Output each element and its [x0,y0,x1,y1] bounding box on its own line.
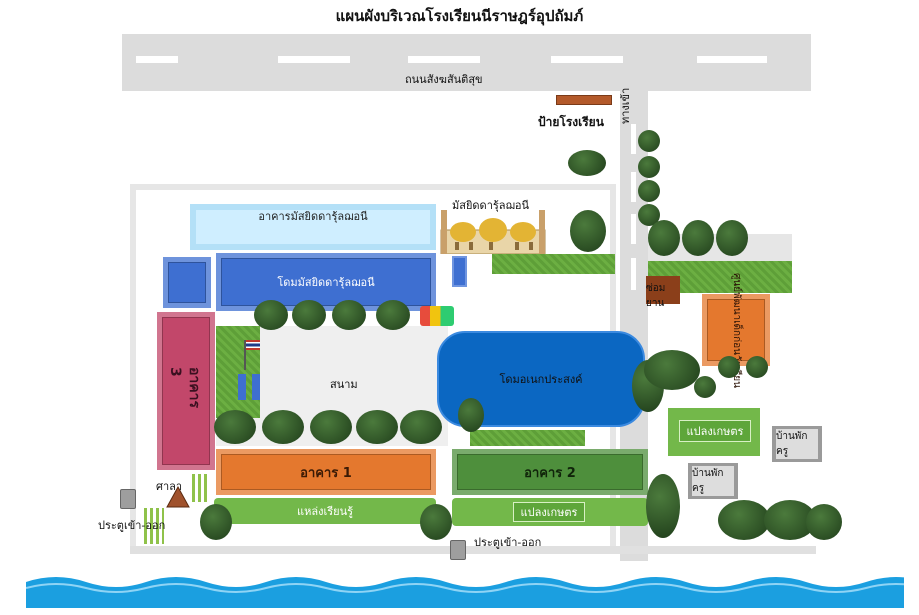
mosque-icon [440,210,546,254]
tree-icon [694,376,716,398]
repair-shop: ซ่อมยาน [646,276,680,309]
tree-icon [262,410,304,444]
building-1-label: อาคาร 1 [300,465,352,481]
farm-plot-right: แปลงเกษตร [679,420,751,442]
farm-plot-center: แปลงเกษตร [513,502,585,522]
tree-icon [214,410,256,444]
road-marking [697,56,767,63]
road-marking [408,56,480,63]
road-marking [551,56,623,63]
farm-plot-right-label: แปลงเกษตร [686,425,744,438]
multipurpose-dome-label: โดมอเนกประสงค์ [499,373,583,386]
blue-kiosk [452,256,467,287]
bamboo-icon [144,508,164,544]
dome-lawn [470,430,585,446]
road-marking [631,214,636,244]
small-blue-building [163,257,211,308]
teacher-house-2-label: บ้านพักครู [692,466,734,496]
tree-icon [806,504,842,540]
tree-icon [200,504,232,540]
tree-icon [420,504,452,540]
mosque-building-label: อาคารมัสยิดดารุ้ลฌอนี [258,210,368,223]
tree-icon [356,410,398,444]
tree-icon [638,156,660,178]
sala-label: ศาลา [156,480,183,493]
gate-bottom [450,540,466,560]
gate-left [120,489,136,509]
building-1: อาคาร 1 [216,449,436,495]
farm-plot-center-label: แปลงเกษตร [520,506,578,519]
repair-shop-label: ซ่อมยาน [646,283,666,309]
tree-icon [332,300,366,330]
flag-pole [244,340,246,370]
tree-icon [638,130,660,152]
thai-flag-icon [246,340,260,350]
road-marking [278,56,350,63]
building-2: อาคาร 2 [452,449,648,495]
tree-icon [458,398,484,432]
tree-icon [254,300,288,330]
gate-left-label: ประตูเข้า-ออก [98,519,166,532]
mosque-label: มัสยิดดารุ้ลฌอนี [452,199,530,212]
gate-bottom-label: ประตูเข้า-ออก [474,536,542,549]
road-marking [631,172,636,202]
tree-icon [310,410,352,444]
tree-icon [648,220,680,256]
tree-icon [718,500,770,540]
field-label: สนาม [330,378,358,391]
sea-waves [26,577,904,608]
learning-center-label: แหล่งเรียนรู้ [297,505,353,518]
mosque-dome-label: โดมมัสยิดดารุ้ลฌอนี [277,276,375,289]
building-3-label: อาคาร 3 [167,367,202,409]
sala-icon [166,486,190,508]
mosque-lawn [492,254,615,274]
teacher-house-2: บ้านพักครู [688,463,738,499]
entrance-road-label: ทางเข้า [619,87,632,124]
tree-icon [376,300,410,330]
teacher-house-1: บ้านพักครู [772,426,822,462]
main-road-label: ถนนสังฆสันติสุข [405,73,483,86]
tree-icon [716,220,748,256]
road-marking [631,258,636,290]
tree-icon [638,204,660,226]
teacher-house-1-label: บ้านพักครู [776,429,818,459]
playground-icon [420,306,454,326]
tree-icon [400,410,442,444]
bottom-wall [130,546,816,554]
blue-pillar [252,374,260,400]
map-title: แผนผังบริเวณโรงเรียนนีราษฎร์อุปถัมภ์ [335,7,584,25]
school-sign [556,95,612,105]
child-development-center: ศูนย์พัฒนาเด็กก่อนวัยเรียน [702,273,770,387]
mosque-building: อาคารมัสยิดดารุ้ลฌอนี [190,204,436,250]
tree-icon [570,210,606,252]
road-marking [136,56,178,63]
blue-pillar [238,374,246,400]
tree-icon [644,350,700,390]
building-2-label: อาคาร 2 [524,465,576,481]
tree-icon [718,356,740,378]
tree-icon [568,150,606,176]
building-3: อาคาร 3 [157,312,215,470]
tree-icon [682,220,714,256]
school-sign-label: ป้ายโรงเรียน [538,115,604,129]
learning-center: แหล่งเรียนรู้ [214,498,436,524]
tree-icon [638,180,660,202]
tree-icon [292,300,326,330]
bamboo-icon [192,474,210,502]
tree-icon [646,474,680,538]
tree-icon [746,356,768,378]
road-marking [631,124,636,154]
